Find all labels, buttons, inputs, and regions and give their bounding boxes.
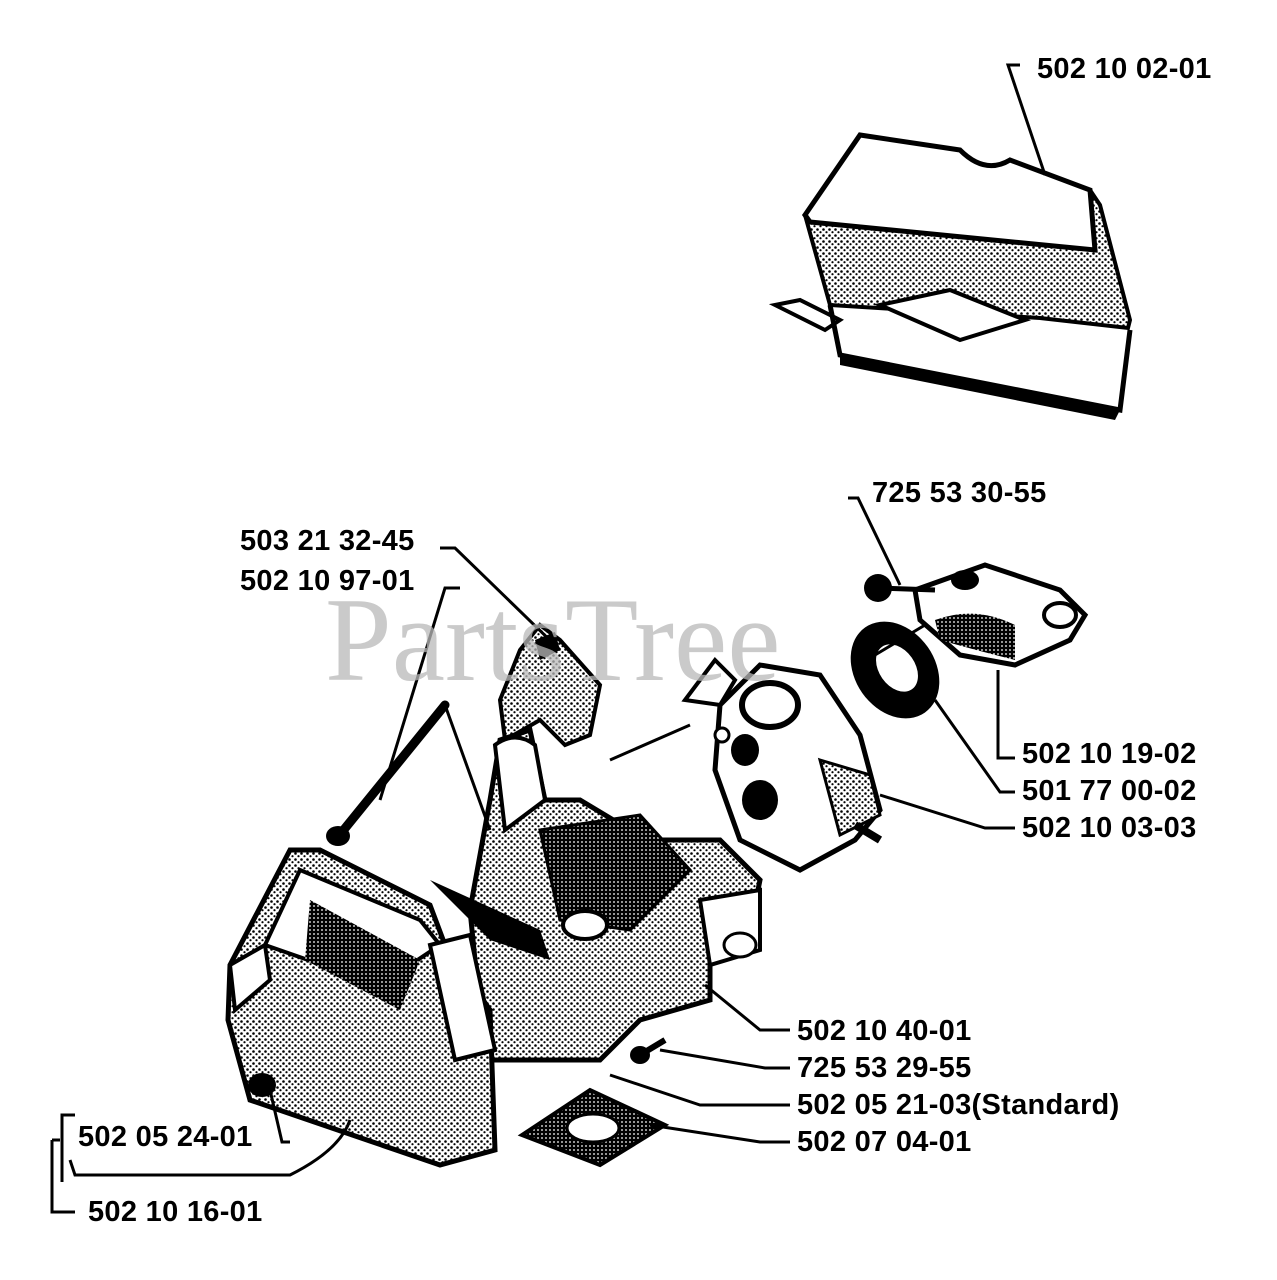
part-label-intake-adapter[interactable]: 502 10 19-02 bbox=[1022, 738, 1197, 770]
part-label-carb-housing[interactable]: 502 10 40-01 bbox=[797, 1015, 972, 1047]
part-label-filter-assembly[interactable]: 502 10 16-01 bbox=[88, 1196, 263, 1228]
base-gasket-drawing bbox=[517, 1087, 670, 1168]
part-label-gasket[interactable]: 501 77 00-02 bbox=[1022, 775, 1197, 807]
part-label-503-21-32-45[interactable]: 503 21 32-45 bbox=[240, 525, 415, 557]
long-screw-drawing bbox=[326, 700, 450, 846]
part-label-air-filter-standard[interactable]: 502 05 21-03(Standard) bbox=[797, 1089, 1120, 1121]
bracket-drawing bbox=[497, 622, 603, 748]
air-filter-cover-drawing bbox=[768, 132, 1133, 420]
carb-housing-drawing bbox=[467, 726, 763, 1063]
part-label-carburetor[interactable]: 502 10 03-03 bbox=[1022, 812, 1197, 844]
part-label-knob[interactable]: 502 05 24-01 bbox=[78, 1121, 253, 1153]
part-label-screw-bottom[interactable]: 725 53 29-55 bbox=[797, 1052, 972, 1084]
leader-lines bbox=[50, 63, 1047, 1214]
part-label-screw-top[interactable]: 725 53 30-55 bbox=[872, 477, 1047, 509]
small-screw-drawing bbox=[630, 1037, 667, 1064]
carburetor-drawing bbox=[681, 656, 883, 873]
part-label-air-filter-cover[interactable]: 502 10 02-01 bbox=[1037, 53, 1212, 85]
gasket-drawing bbox=[850, 621, 940, 719]
air-filter-drawing bbox=[225, 847, 550, 1168]
part-label-long-screw[interactable]: 502 10 97-01 bbox=[240, 565, 415, 597]
intake-adapter-drawing bbox=[864, 562, 1089, 668]
part-label-base-gasket[interactable]: 502 07 04-01 bbox=[797, 1126, 972, 1158]
